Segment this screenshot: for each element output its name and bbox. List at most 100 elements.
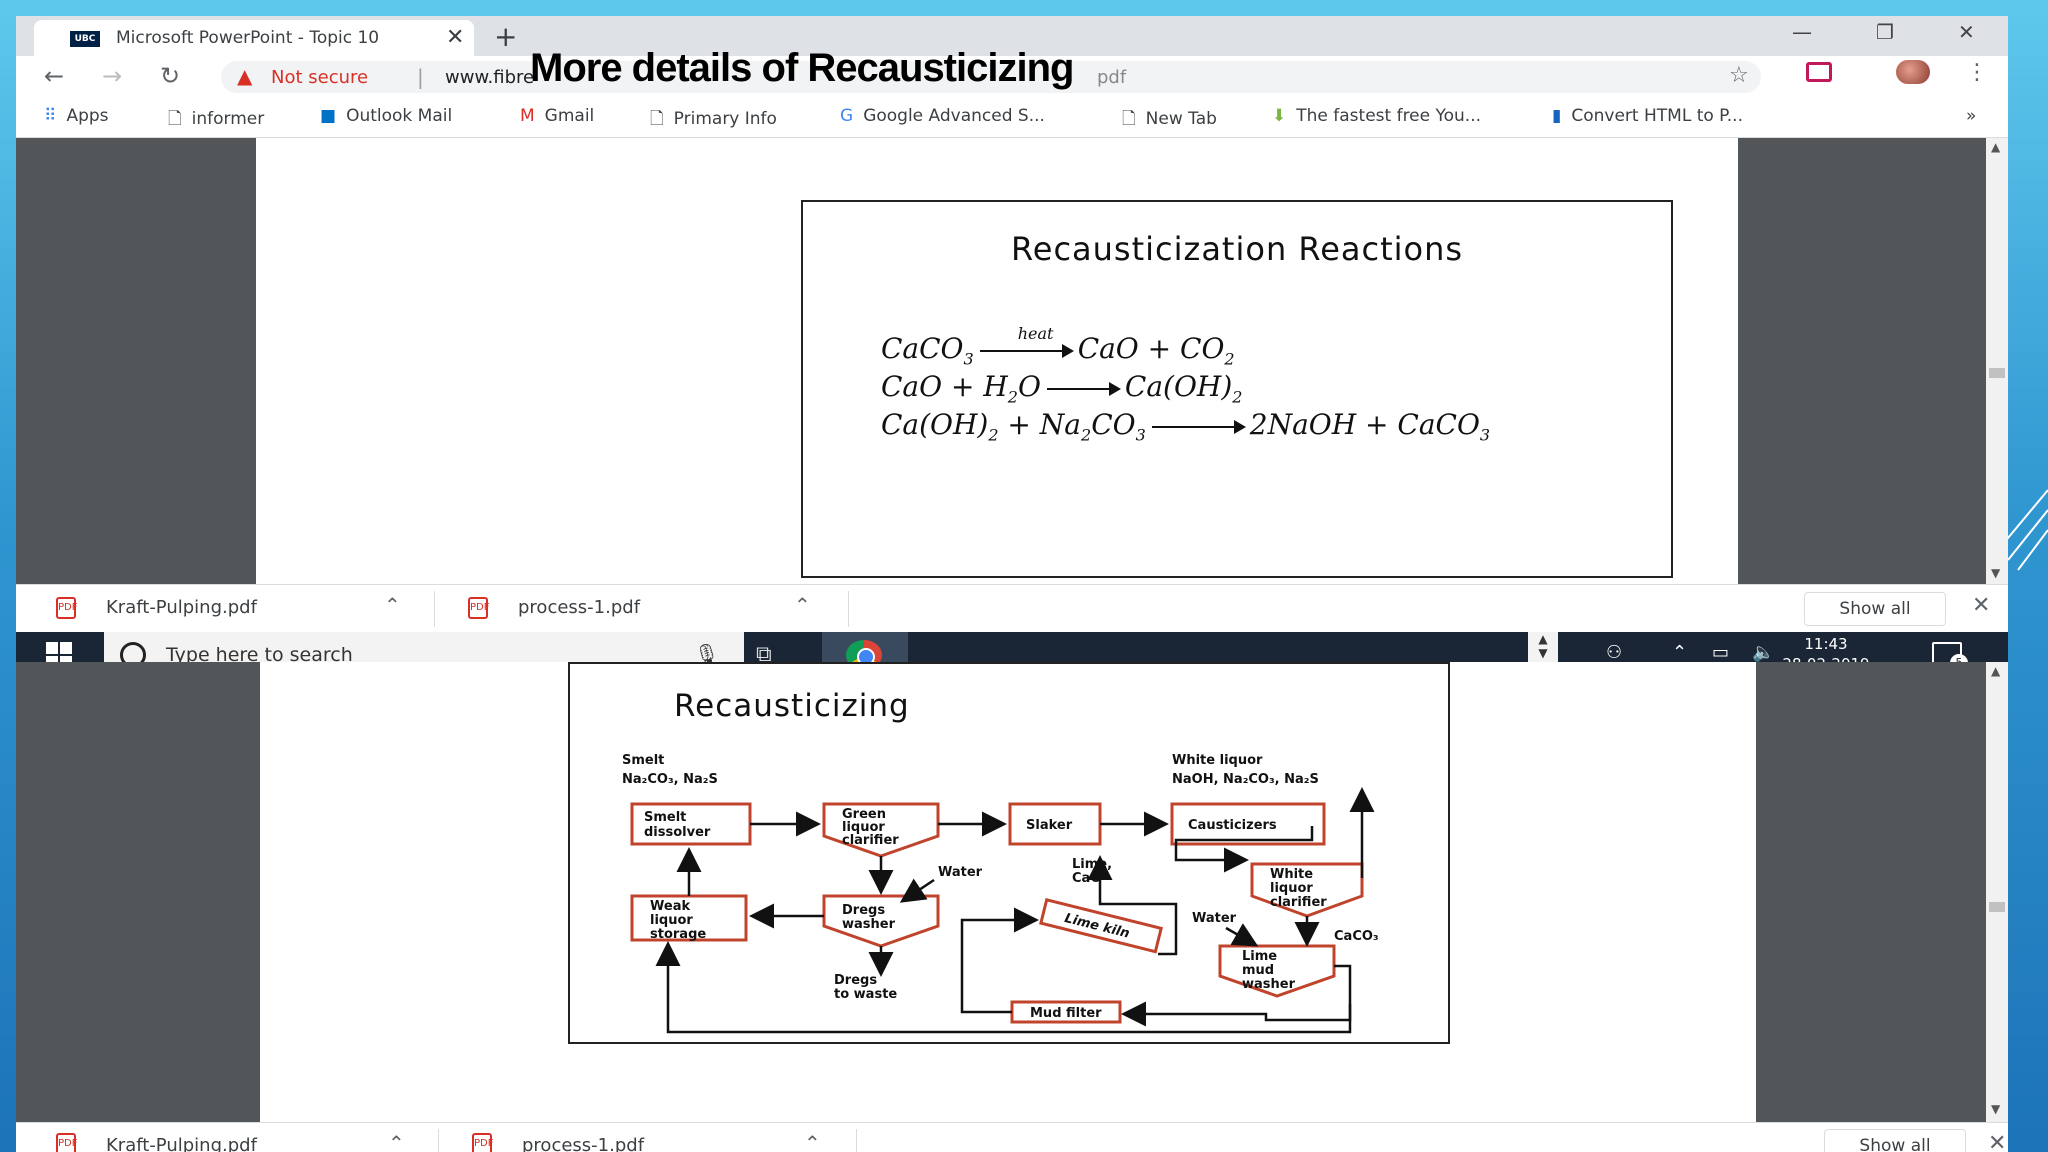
smelt-dissolver-label: Smelt: [644, 810, 686, 825]
url-text: www.fibre: [445, 67, 535, 88]
smelt-dissolver-box: [630, 802, 752, 846]
bookmark-apps[interactable]: ⠿Apps: [44, 106, 109, 126]
back-icon[interactable]: ←: [44, 62, 65, 90]
slaker-label: Slaker: [1026, 818, 1073, 833]
security-label: Not secure: [271, 67, 369, 88]
chevron-up-icon[interactable]: ⌃: [794, 593, 811, 617]
bookmark-new-tab[interactable]: 🗋New Tab: [1122, 106, 1217, 135]
battery-icon[interactable]: ▭: [1712, 642, 1730, 662]
microphone-icon[interactable]: 🎙: [694, 642, 720, 662]
slide-title: Recausticization Reactions: [1010, 230, 1464, 268]
task-view-icon[interactable]: ⧉: [756, 642, 772, 662]
url-suffix: pdf: [1097, 67, 1127, 88]
scroll-up-icon[interactable]: ▲: [1991, 140, 2001, 154]
caco3-label: CaCO₃: [1334, 929, 1379, 944]
weak-liquor-storage-box: [630, 894, 748, 942]
apps-grid-icon: ⠿: [44, 106, 57, 126]
windows-taskbar: Type here to search 🎙 ⧉ ▲▼ ⚇ ⌃ ▭ 🔈 11:43…: [16, 632, 2008, 662]
search-placeholder: Type here to search: [166, 644, 353, 662]
outlook-icon: ■: [320, 106, 337, 126]
pdf-file-icon: PDF: [468, 597, 489, 619]
chrome-taskbar-button[interactable]: [822, 632, 908, 662]
smelt-label: Smelt: [622, 753, 664, 768]
browser-tab[interactable]: UBC Microsoft PowerPoint - Topic 10 ✕: [34, 20, 474, 56]
flow-arrow: [1121, 964, 1352, 1027]
pdf-scrollbar[interactable]: ▲ ▼: [1986, 138, 2008, 584]
window-close-icon[interactable]: ✕: [1958, 20, 1975, 44]
recausticizing-slide: Recausticizing Smelt Na₂CO₃, Na₂S White …: [568, 662, 1450, 1044]
download-item[interactable]: Kraft-Pulping.pdf: [106, 1135, 257, 1152]
lime-cao-label: Lime,: [1072, 857, 1112, 872]
download-item[interactable]: process-1.pdf: [522, 1135, 645, 1152]
people-icon[interactable]: ⚇: [1606, 642, 1623, 662]
extension-icon[interactable]: [1806, 62, 1832, 82]
minimize-icon[interactable]: —: [1792, 20, 1812, 44]
address-bar[interactable]: ▲ Not secure | www.fibre pdf ☆: [221, 61, 1761, 93]
maximize-icon[interactable]: ❐: [1876, 20, 1894, 44]
weak-storage-label: liquor: [650, 913, 693, 928]
new-tab-icon[interactable]: +: [494, 20, 518, 53]
close-downloads-icon[interactable]: ✕: [1972, 593, 1991, 618]
download-item[interactable]: process-1.pdf: [518, 597, 641, 618]
pdf-scrollbar[interactable]: ▲ ▼: [1986, 662, 2008, 1122]
pdf-page: Recausticizing Smelt Na₂CO₃, Na₂S White …: [260, 662, 1756, 1122]
chevron-up-icon[interactable]: ⌃: [388, 1131, 405, 1152]
omnibox-separator: |: [417, 65, 424, 89]
lime-mud-washer-label: mud: [1242, 963, 1274, 978]
download-item[interactable]: Kraft-Pulping.pdf: [106, 597, 257, 618]
close-downloads-icon[interactable]: ✕: [1988, 1131, 2007, 1152]
reload-icon[interactable]: ↻: [160, 62, 181, 90]
clock[interactable]: 11:43 28-02-2019: [1776, 634, 1876, 662]
profile-avatar[interactable]: [1896, 60, 1930, 84]
volume-icon[interactable]: 🔈: [1752, 642, 1775, 662]
tab-close-icon[interactable]: ✕: [446, 25, 465, 50]
taskbar-scroll[interactable]: ▲▼: [1528, 632, 1558, 662]
chevron-up-icon[interactable]: ⌃: [1672, 642, 1688, 662]
chrome-icon: [846, 640, 882, 662]
white-liquor-label: White liquor: [1172, 753, 1263, 768]
bookmark-convert-html[interactable]: ▮Convert HTML to P...: [1552, 106, 1743, 126]
bookmark-informer[interactable]: 🗋informer: [168, 106, 264, 135]
page-icon: 🗋: [168, 109, 182, 129]
pdf-file-icon: PDF: [472, 1133, 493, 1152]
show-all-button[interactable]: Show all: [1804, 592, 1946, 626]
pdf-file-icon: PDF: [56, 1133, 77, 1152]
scroll-thumb[interactable]: [1989, 902, 2005, 912]
tab-title: Microsoft PowerPoint - Topic 10: [116, 28, 380, 48]
forward-icon[interactable]: →: [102, 62, 123, 90]
scroll-down-icon[interactable]: ▼: [1991, 1102, 2001, 1116]
chevron-up-icon[interactable]: ⌃: [804, 1131, 821, 1152]
lime-kiln-box: Lime kiln: [1039, 898, 1163, 954]
bookmark-primary-info[interactable]: 🗋Primary Info: [650, 106, 777, 135]
dregs-waste-label: to waste: [834, 987, 897, 1002]
notification-icon[interactable]: 5: [1932, 642, 1968, 662]
menu-dots-icon[interactable]: ⋮: [1966, 60, 1988, 85]
flow-arrow: [1174, 826, 1314, 873]
scroll-down-icon[interactable]: ▼: [1991, 566, 2001, 580]
pdf-file-icon: PDF: [56, 597, 77, 619]
bookmark-fastest-free[interactable]: ⬇The fastest free You...: [1272, 106, 1482, 126]
warning-icon: ▲: [237, 64, 253, 88]
white-liquor-clarifier-box: [1250, 862, 1364, 918]
more-bookmarks-icon[interactable]: »: [1966, 106, 1977, 126]
windows-start-icon[interactable]: [46, 642, 72, 662]
taskbar-search[interactable]: Type here to search 🎙: [104, 632, 744, 662]
flow-arrow: [899, 878, 935, 903]
scroll-up-icon[interactable]: ▲: [1991, 664, 2001, 678]
divider: [848, 591, 849, 627]
flow-title: Recausticizing: [674, 688, 910, 724]
lime-cao-label: CaO: [1072, 871, 1101, 886]
weak-storage-label: Weak: [650, 899, 690, 914]
bookmark-outlook[interactable]: ■Outlook Mail: [320, 106, 453, 126]
white-clarifier-label: liquor: [1270, 881, 1313, 896]
flow-arrow: [1225, 923, 1259, 947]
chevron-up-icon[interactable]: ⌃: [384, 593, 401, 617]
show-all-button[interactable]: Show all: [1824, 1129, 1966, 1152]
scroll-thumb[interactable]: [1989, 368, 2005, 378]
bookmark-star-icon[interactable]: ☆: [1729, 63, 1749, 88]
